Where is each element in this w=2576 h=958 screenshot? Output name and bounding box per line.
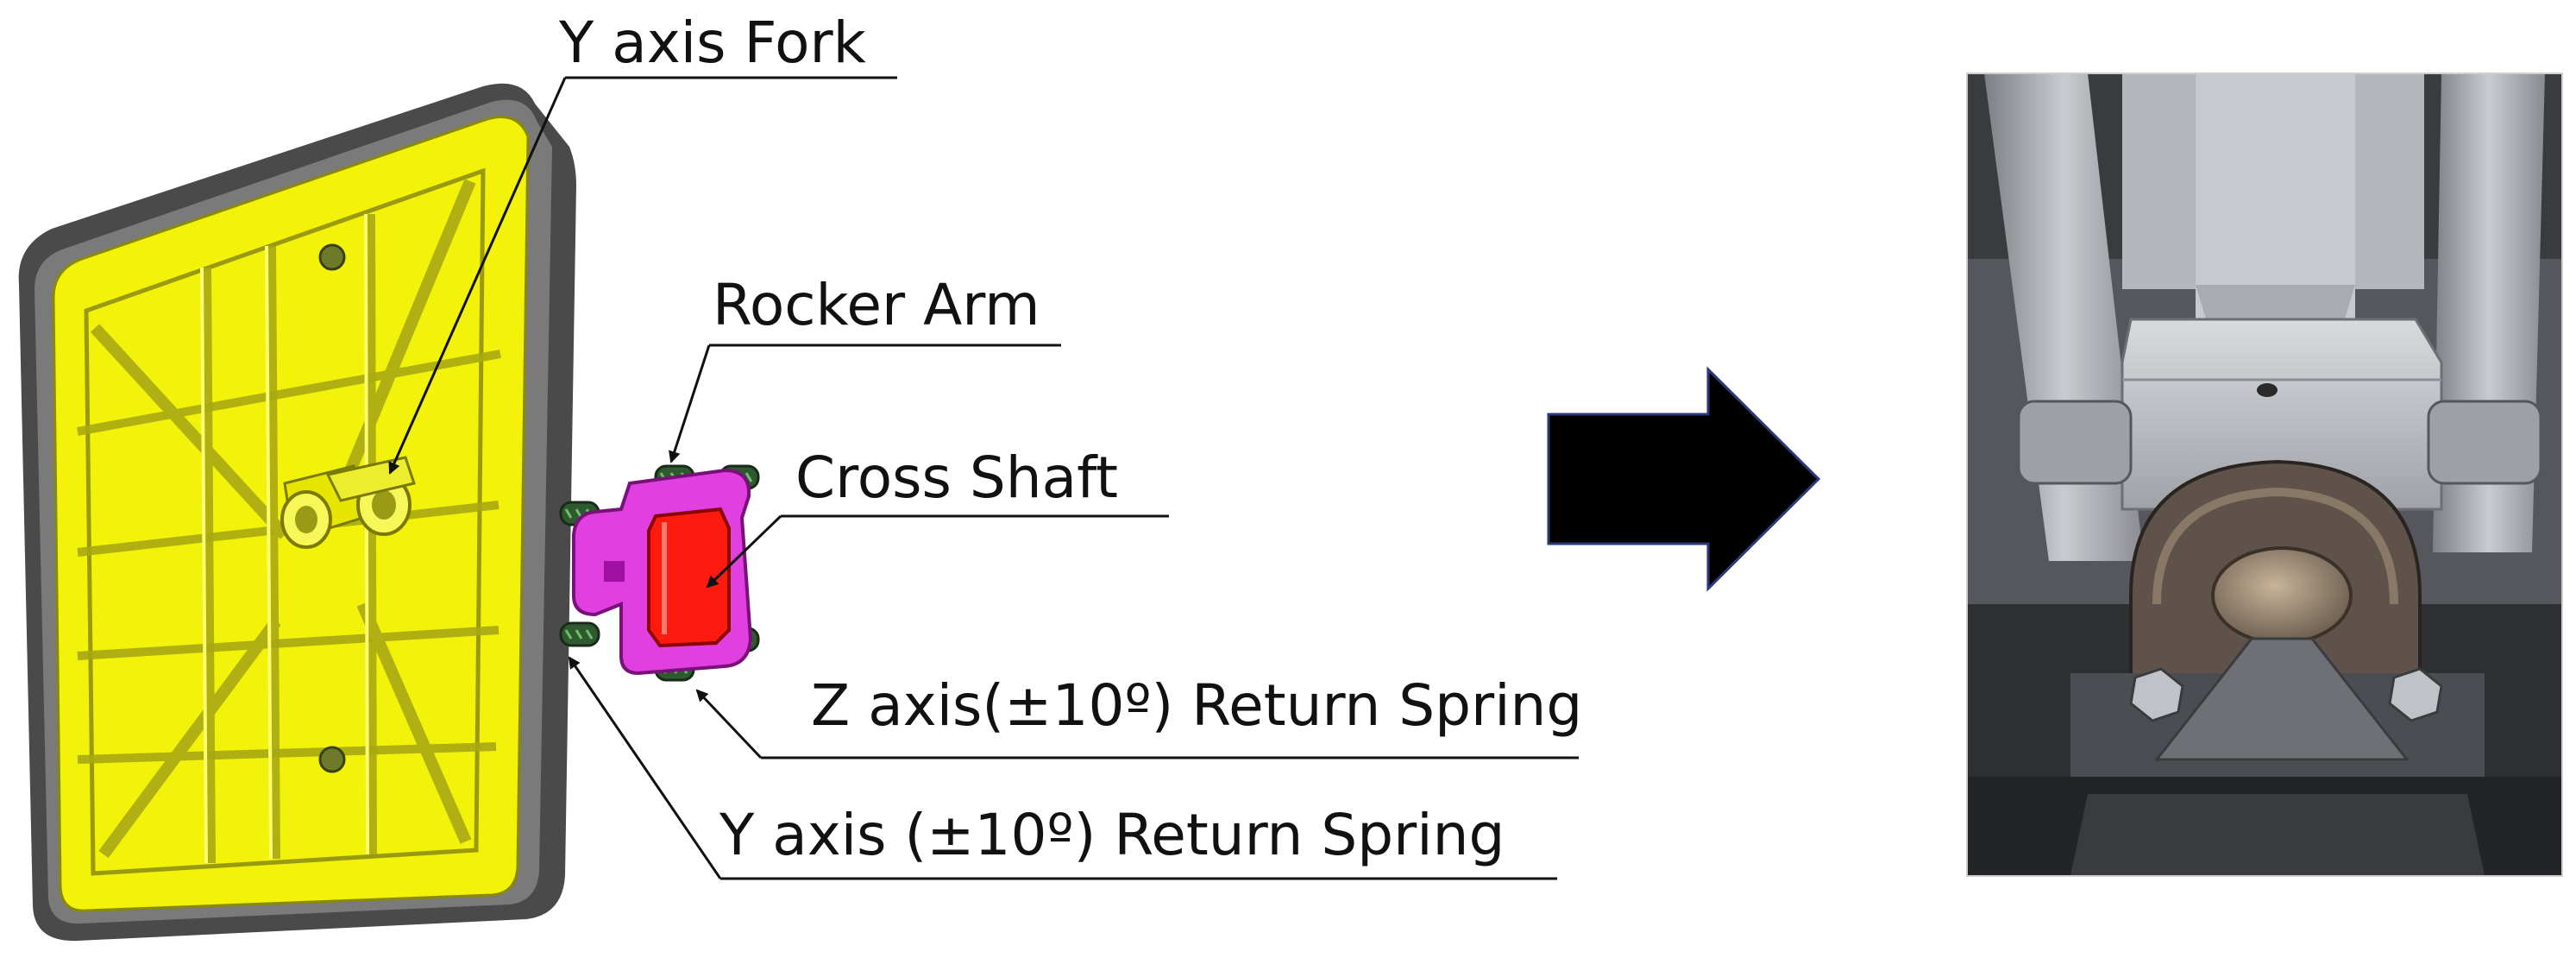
leader-lines [388, 76, 1579, 880]
hardware-photo [1966, 72, 2563, 877]
right-arrow-icon [1547, 366, 1821, 592]
plate-assembly [18, 83, 577, 942]
label-z-axis-return-spring: Z axis(±10º) Return Spring [811, 672, 1582, 739]
cross-shaft [647, 507, 731, 648]
label-y-axis-return-spring: Y axis (±10º) Return Spring [719, 802, 1505, 868]
gimbal-assembly [559, 464, 760, 682]
label-y-axis-fork: Y axis Fork [558, 9, 867, 76]
label-cross-shaft: Cross Shaft [795, 444, 1118, 511]
label-rocker-arm: Rocker Arm [713, 272, 1040, 338]
